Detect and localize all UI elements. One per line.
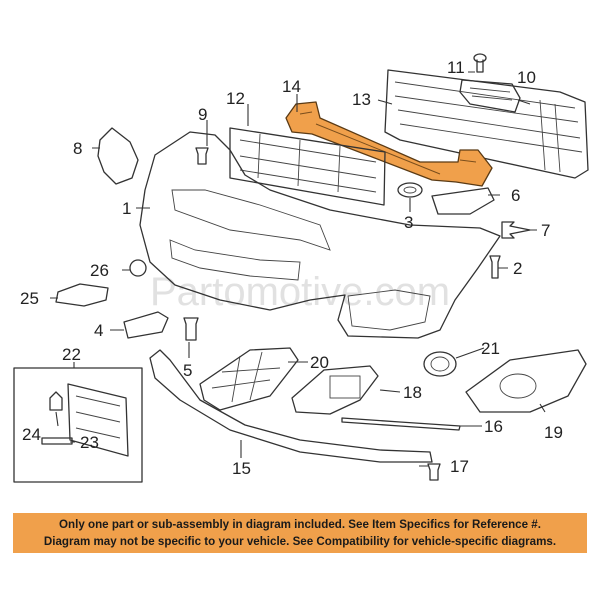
callout-7: 7 xyxy=(541,221,550,240)
callout-10: 10 xyxy=(517,68,536,87)
part-24-screw[interactable] xyxy=(49,391,63,411)
part-4-bracket[interactable] xyxy=(123,311,169,339)
callout-2: 2 xyxy=(513,259,522,278)
callout-5: 5 xyxy=(183,361,192,380)
callout-9: 9 xyxy=(198,105,207,124)
part-2-pin[interactable] xyxy=(489,255,501,279)
part-23-bolt[interactable] xyxy=(41,437,73,445)
callout-18: 18 xyxy=(403,383,422,402)
callout-15: 15 xyxy=(232,459,251,478)
leader-lines xyxy=(50,71,546,467)
part-13-impact-bar[interactable] xyxy=(384,69,589,179)
callout-14: 14 xyxy=(282,77,301,96)
callout-6: 6 xyxy=(511,186,520,205)
callout-16: 16 xyxy=(484,417,503,436)
callout-21: 21 xyxy=(481,339,500,358)
part-14-reinforcement-highlighted[interactable] xyxy=(285,101,493,187)
callout-24: 24 xyxy=(22,425,41,444)
part-21-fog-lamp-ring[interactable] xyxy=(423,351,457,377)
part-5-bolt[interactable] xyxy=(183,317,199,341)
callout-17: 17 xyxy=(450,457,469,476)
callout-3: 3 xyxy=(404,213,413,232)
part-20-grille[interactable] xyxy=(199,347,299,411)
part-6-bracket[interactable] xyxy=(431,187,495,215)
part-17-pin[interactable] xyxy=(427,463,441,481)
disclaimer-line-1: Only one part or sub-assembly in diagram… xyxy=(59,518,541,531)
part-9-bolt[interactable] xyxy=(195,147,209,165)
part-12-energy-absorber[interactable] xyxy=(229,127,386,206)
part-10-bracket[interactable] xyxy=(459,79,521,113)
disclaimer-banner: Only one part or sub-assembly in diagram… xyxy=(13,513,587,553)
part-3-grommet[interactable] xyxy=(397,182,423,198)
callout-13: 13 xyxy=(352,90,371,109)
part-7-screw[interactable] xyxy=(501,221,531,239)
part-11-bolt[interactable] xyxy=(473,53,487,73)
part-22-license-bracket-group[interactable] xyxy=(13,367,143,483)
disclaimer-line-2: Diagram may not be specific to your vehi… xyxy=(43,535,557,548)
callout-22: 22 xyxy=(62,345,81,364)
callout-20: 20 xyxy=(310,353,329,372)
callout-23: 23 xyxy=(80,433,99,452)
part-8-bracket[interactable] xyxy=(97,127,139,185)
callout-25: 25 xyxy=(20,289,39,308)
callout-1: 1 xyxy=(122,199,131,218)
part-25-emblem[interactable] xyxy=(55,283,109,307)
part-1-bumper-cover[interactable] xyxy=(139,131,501,339)
part-18-grille-insert[interactable] xyxy=(291,365,379,415)
callout-19: 19 xyxy=(544,423,563,442)
part-15-lower-valance[interactable] xyxy=(149,349,433,463)
callout-8: 8 xyxy=(73,139,82,158)
callout-4: 4 xyxy=(94,321,103,340)
part-19-fog-lamp-bezel[interactable] xyxy=(465,349,587,413)
watermark-text: Partomotive.com xyxy=(150,270,450,314)
callout-11: 11 xyxy=(447,58,465,77)
part-16-molding[interactable] xyxy=(341,417,461,431)
part-26-grommet[interactable] xyxy=(129,259,147,277)
callout-26: 26 xyxy=(90,261,109,280)
callout-12: 12 xyxy=(226,89,245,108)
